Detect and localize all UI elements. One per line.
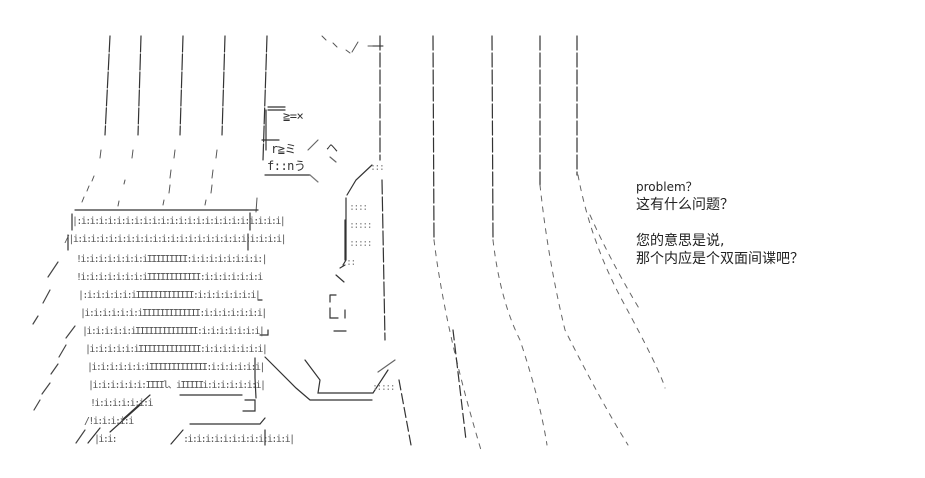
dotted-fill: :::: — [349, 202, 368, 213]
texture-row: !i:i:i:i:i:i:i:iIIIIIIIII:i:i:i:i:i:i:i:… — [76, 254, 268, 265]
face-lines — [261, 106, 337, 183]
texture-row: |i:i:i:i:i:i:IIIIl、iIIIIIi:i:i:i:i:i:i| — [88, 380, 266, 391]
texture-row: |i:i:i:i:i:i:iIIIIIIIIIIIII:i:i:i:i:i:i| — [87, 362, 265, 373]
face-caret-mark: ヘ — [326, 141, 338, 155]
dialogue-line-2: 这有什么问题？ — [636, 197, 734, 213]
face-brow-mark: ≧=× — [283, 109, 304, 123]
texture-row: !i:i:i:i:i:i:i — [90, 398, 153, 409]
dotted-fill: ::::: — [372, 382, 396, 393]
dialogue-line-3: 您的意思是说, — [636, 233, 725, 249]
face-eye-upper-mark: r≧ミ — [271, 142, 296, 156]
texture-row: /|i:i:i:i:i:i:i:i:i:i:i:i:i:i:i:i:i:i:i:… — [64, 234, 287, 245]
dotted-fill: :: — [346, 257, 356, 268]
vertical-lines-right — [379, 35, 578, 341]
dialogue-spacer — [636, 214, 804, 232]
right-lower-lines — [398, 329, 467, 446]
dialogue-line-4: 那个内应是个双面间谍吧？ — [636, 251, 804, 267]
bowl-shape — [264, 356, 396, 401]
dotted-fill: ::::: — [349, 220, 373, 231]
texture-row: |i:i:i:i:i:i:iIIIIIIIIIIIII:i:i:i:i:i:i:… — [80, 308, 267, 319]
dotted-fill: ::::: — [349, 238, 373, 249]
texture-row: /!i:i:i:i:i — [84, 416, 134, 427]
texture-row: |:i:i:i:i:i:i:i:i:i:i:i:i:i:i:i:i:i:i:i:… — [72, 216, 286, 227]
dotted-fill: ::: — [370, 162, 385, 173]
pillar-taper-marks — [81, 149, 258, 213]
dialogue-line-1: problem？ — [636, 180, 698, 194]
texture-row: !i:i:i:i:i:i:i:iIIIIIIIIIIII:i:i:i:i:i:i… — [76, 272, 263, 283]
texture-block-outline — [67, 209, 269, 399]
texture-row: |i:i:i:i:i:iIIIIIIIIIIIIII:i:i:i:i:i:i:i… — [82, 326, 265, 337]
left-diagonal-lines — [32, 261, 86, 444]
texture-row: :i:i:i:i:i:i:i:i:i:i:i:i| — [183, 434, 295, 445]
texture-row: |i:i: — [94, 434, 118, 445]
curved-drape-lines — [433, 174, 666, 451]
texture-row: |:i:i:i:i:i:iIIIIIIIIIIIII:i:i:i:i:i:i:i… — [78, 290, 261, 301]
top-spike-marks — [321, 35, 384, 54]
texture-row: |i:i:i:i:i:iIIIIIIIIIIIIII:i:i:i:i:i:i:i… — [85, 344, 268, 355]
dialogue-box: problem？ 这有什么问题？ 您的意思是说, 那个内应是个双面间谍吧？ — [636, 178, 804, 268]
pillar-lines-left — [104, 35, 268, 161]
hood-outline — [329, 164, 373, 332]
face-eye-lower-mark: f::nう — [267, 159, 306, 173]
lower-body-lines — [87, 394, 266, 446]
